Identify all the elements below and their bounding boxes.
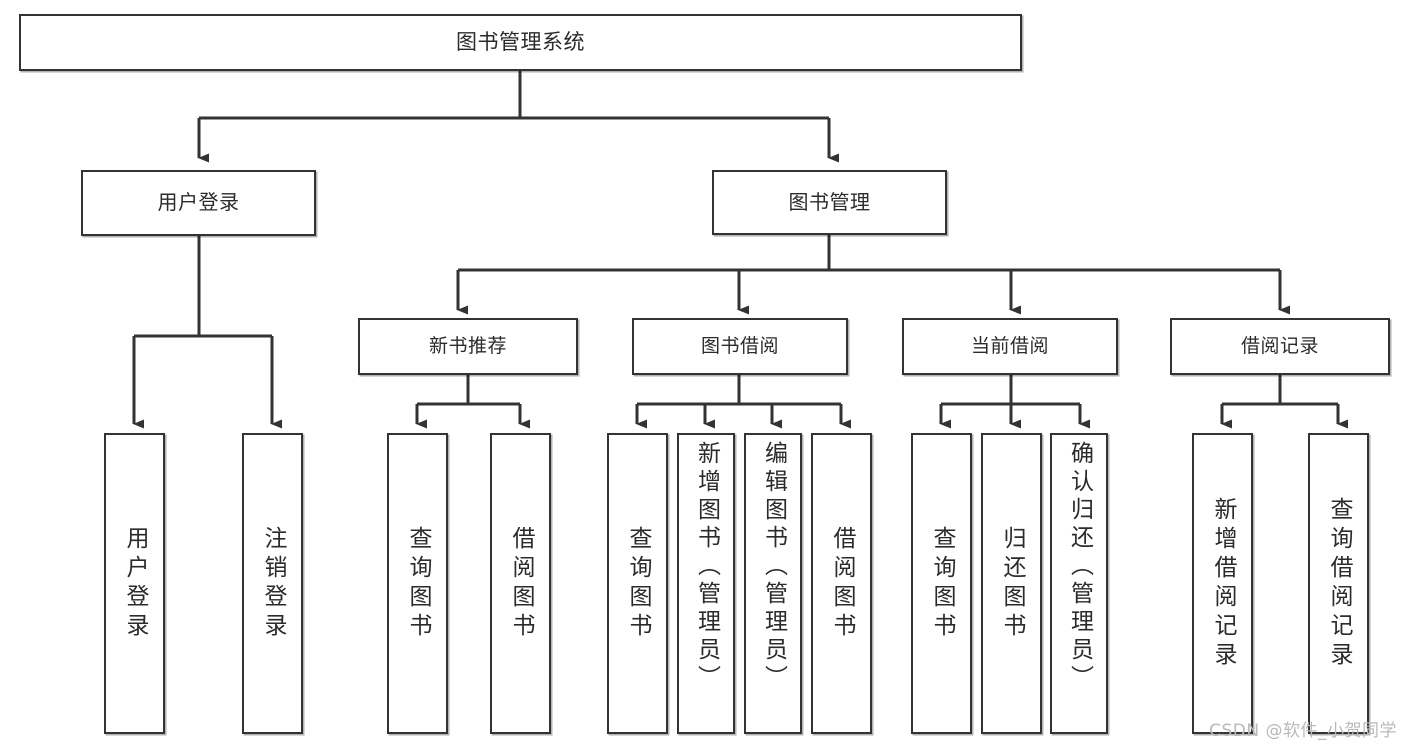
leaf-query-book-current[interactable]: 查询图书	[911, 433, 972, 734]
node-book-borrow[interactable]: 图书借阅	[632, 318, 848, 375]
leaf-add-borrow-record[interactable]: 新增借阅记录	[1192, 433, 1253, 734]
leaf-edit-book-admin[interactable]: 编辑图书（管理员）	[744, 433, 802, 734]
leaf-logout[interactable]: 注销登录	[242, 433, 303, 734]
node-label: 查询图书	[405, 525, 431, 642]
node-label: 图书管理系统	[456, 30, 585, 55]
node-label: 确认归还（管理员）	[1066, 441, 1093, 693]
node-label: 借阅图书	[829, 525, 855, 642]
node-book-management[interactable]: 图书管理	[712, 170, 947, 235]
leaf-query-borrow-record[interactable]: 查询借阅记录	[1308, 433, 1369, 734]
node-label: 借阅记录	[1240, 335, 1319, 358]
node-label: 用户登录	[157, 190, 240, 215]
node-label: 新增图书（管理员）	[693, 441, 720, 693]
node-new-book-recommend[interactable]: 新书推荐	[358, 318, 578, 375]
node-label: 新书推荐	[428, 335, 507, 358]
node-label: 归还图书	[999, 525, 1025, 642]
node-label: 借阅图书	[508, 525, 534, 642]
leaf-confirm-return-admin[interactable]: 确认归还（管理员）	[1050, 433, 1108, 734]
node-user-login[interactable]: 用户登录	[81, 170, 316, 236]
node-label: 图书借阅	[700, 335, 779, 358]
node-label: 查询图书	[625, 525, 651, 642]
leaf-query-book-borrow[interactable]: 查询图书	[607, 433, 668, 734]
leaf-borrow-book-borrow[interactable]: 借阅图书	[811, 433, 872, 734]
leaf-borrow-book-newbook[interactable]: 借阅图书	[490, 433, 551, 734]
node-label: 查询借阅记录	[1326, 496, 1352, 671]
node-label: 当前借阅	[970, 335, 1049, 358]
node-label: 编辑图书（管理员）	[760, 441, 787, 693]
node-label: 用户登录	[122, 525, 148, 642]
node-root-library-system[interactable]: 图书管理系统	[19, 14, 1022, 71]
leaf-add-book-admin[interactable]: 新增图书（管理员）	[677, 433, 735, 734]
node-label: 新增借阅记录	[1210, 496, 1236, 671]
leaf-user-login[interactable]: 用户登录	[104, 433, 165, 734]
leaf-query-book-newbook[interactable]: 查询图书	[387, 433, 448, 734]
node-label: 查询图书	[929, 525, 955, 642]
leaf-return-book[interactable]: 归还图书	[981, 433, 1042, 734]
node-label: 注销登录	[260, 525, 286, 642]
node-borrow-record[interactable]: 借阅记录	[1170, 318, 1390, 375]
csdn-watermark: CSDN @软件_小贺同学	[1209, 721, 1397, 741]
node-label: 图书管理	[788, 189, 871, 214]
node-current-borrow[interactable]: 当前借阅	[902, 318, 1118, 375]
